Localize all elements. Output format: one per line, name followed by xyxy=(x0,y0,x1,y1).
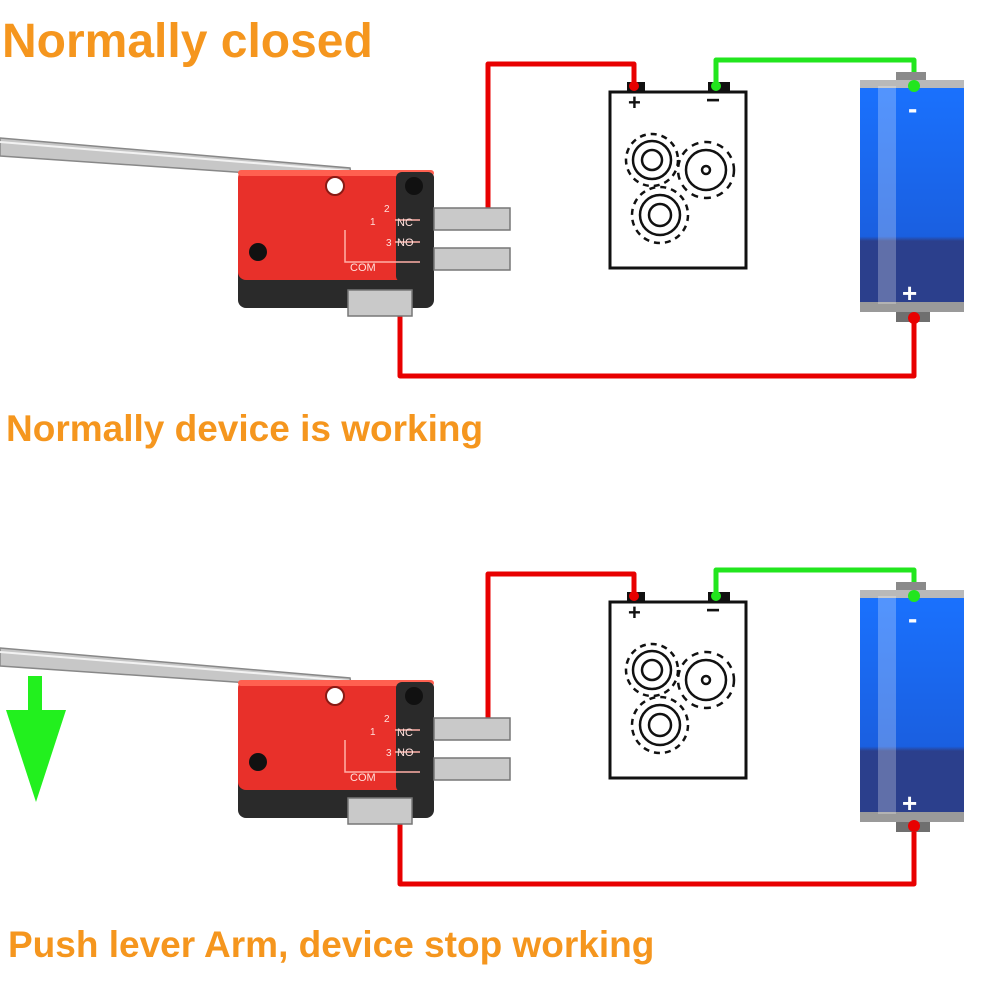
device-minus-label: − xyxy=(706,597,720,624)
caption-pressed: Push lever Arm, device stop working xyxy=(8,924,655,965)
no-terminal xyxy=(433,757,511,781)
battery-minus-label: - xyxy=(908,603,917,634)
positive-wire-bottom xyxy=(397,310,917,379)
mount-hole-top xyxy=(325,686,345,706)
no-label: NO xyxy=(397,237,414,249)
com-label: COM xyxy=(350,262,376,274)
mount-hole-top xyxy=(325,176,345,196)
pin-1-label: 1 xyxy=(370,727,376,738)
device-positive-dot xyxy=(629,81,639,91)
device-positive-dot xyxy=(629,591,639,601)
battery-plus-label: + xyxy=(902,278,917,308)
pin-1-label: 1 xyxy=(370,217,376,228)
no-label: NO xyxy=(397,747,414,759)
gear-icon xyxy=(676,140,736,200)
positive-wire-top xyxy=(485,571,637,730)
device-box: + − xyxy=(608,82,748,270)
mount-hole-right xyxy=(405,177,423,195)
device-box: + − xyxy=(608,592,748,780)
battery-icon: - + xyxy=(860,582,964,832)
circuit-diagram-normal: 1 2 3 NC NO COM + − - + xyxy=(0,57,964,379)
battery-positive-dot xyxy=(908,312,920,324)
no-terminal xyxy=(433,247,511,271)
mount-hole-right xyxy=(405,687,423,705)
device-minus-label: − xyxy=(706,87,720,114)
battery-negative-dot xyxy=(908,590,920,602)
positive-wire-bottom xyxy=(397,816,917,887)
pin-3-label: 3 xyxy=(386,238,392,249)
pin-2-label: 2 xyxy=(384,714,390,725)
com-label: COM xyxy=(350,772,376,784)
down-arrow-icon xyxy=(6,676,66,802)
nc-label: NC xyxy=(397,217,413,229)
micro-switch: 1 2 3 NC NO COM xyxy=(238,680,511,825)
nc-terminal xyxy=(433,207,511,231)
battery-negative-dot xyxy=(908,80,920,92)
battery-minus-label: - xyxy=(908,93,917,124)
com-terminal xyxy=(347,797,413,825)
switch-body xyxy=(238,680,434,790)
battery-icon: - + xyxy=(860,72,964,322)
pin-2-label: 2 xyxy=(384,204,390,215)
nc-label: NC xyxy=(397,727,413,739)
gear-icon xyxy=(630,185,690,245)
caption-normal: Normally device is working xyxy=(6,408,484,449)
switch-body xyxy=(238,170,434,280)
gear-icon xyxy=(624,642,680,698)
pin-3-label: 3 xyxy=(386,748,392,759)
circuit-diagram-pressed: 1 2 3 NC NO COM + − - xyxy=(0,567,964,887)
device-plus-label: + xyxy=(628,600,641,625)
device-plus-label: + xyxy=(628,90,641,115)
page-title: Normally closed xyxy=(2,15,373,68)
com-terminal xyxy=(347,289,413,317)
gear-icon xyxy=(676,650,736,710)
battery-plus-label: + xyxy=(902,788,917,818)
battery-positive-dot xyxy=(908,820,920,832)
gear-icon xyxy=(630,695,690,755)
gear-icon xyxy=(624,132,680,188)
mount-hole-left xyxy=(249,753,267,771)
device-negative-dot xyxy=(711,591,721,601)
positive-wire-top xyxy=(485,61,637,220)
device-negative-dot xyxy=(711,81,721,91)
micro-switch: 1 2 3 NC NO COM xyxy=(238,170,511,317)
nc-terminal xyxy=(433,717,511,741)
mount-hole-left xyxy=(249,243,267,261)
